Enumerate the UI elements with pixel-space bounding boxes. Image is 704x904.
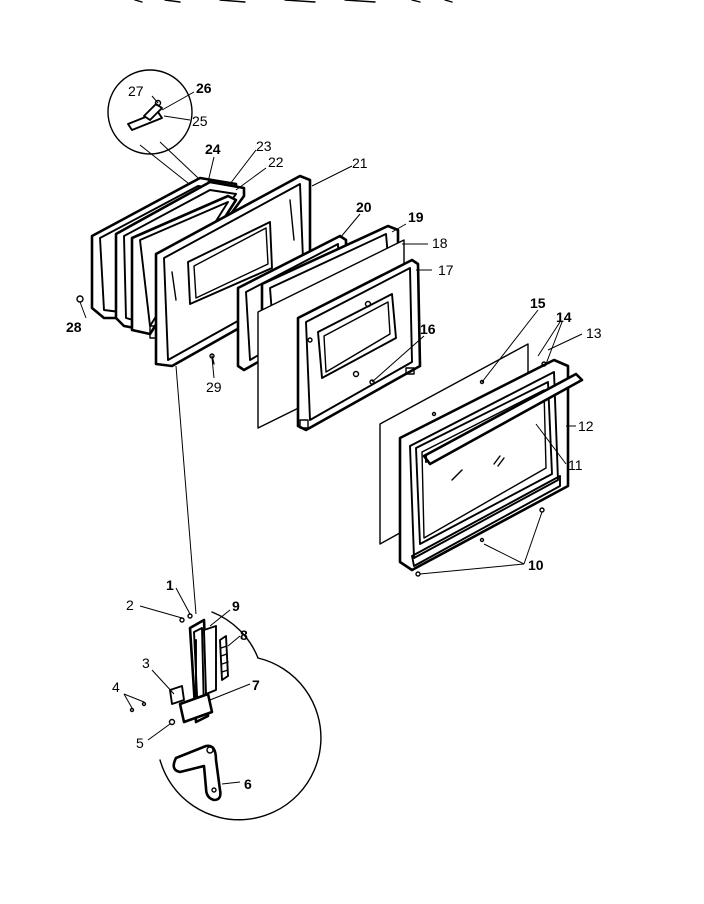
callout-27: 27 <box>128 83 144 99</box>
callout-6: 6 <box>244 776 252 792</box>
callout-12: 12 <box>578 418 594 434</box>
callout-14: 14 <box>556 309 572 325</box>
callout-25: 25 <box>192 113 208 129</box>
callout-5: 5 <box>136 735 144 751</box>
callout-19: 19 <box>408 209 424 225</box>
callout-24: 24 <box>205 141 221 157</box>
callout-20: 20 <box>356 199 372 215</box>
callout-22: 22 <box>268 154 284 170</box>
callout-16: 16 <box>420 321 436 337</box>
leader-lines <box>79 91 583 785</box>
inner-door-panel-17 <box>296 258 422 432</box>
callout-28: 28 <box>66 319 82 335</box>
callout-8: 8 <box>240 627 248 643</box>
header-fragment <box>134 0 453 3</box>
callout-29: 29 <box>206 379 222 395</box>
screw-28 <box>76 295 84 303</box>
callout-3: 3 <box>142 655 150 671</box>
callout-26: 26 <box>196 80 212 96</box>
callout-2: 2 <box>126 597 134 613</box>
callout-18: 18 <box>432 235 448 251</box>
callout-4: 4 <box>112 679 120 695</box>
callout-11: 11 <box>568 457 583 473</box>
callout-7: 7 <box>252 677 260 693</box>
outer-door-frame <box>398 358 570 572</box>
callout-23: 23 <box>256 138 272 154</box>
hinge-bracket-6 <box>172 744 222 802</box>
door-handle-14 <box>422 361 584 466</box>
hinge-detail-circle <box>129 611 322 821</box>
callout-9: 9 <box>232 598 240 614</box>
callout-13: 13 <box>586 325 602 341</box>
callout-21: 21 <box>352 155 368 171</box>
callout-17: 17 <box>438 262 454 278</box>
callout-10: 10 <box>528 557 544 573</box>
callout-labels: 27 26 25 24 23 22 21 20 19 18 17 16 28 2… <box>66 80 602 792</box>
callout-15: 15 <box>530 295 546 311</box>
callout-1: 1 <box>166 577 174 593</box>
